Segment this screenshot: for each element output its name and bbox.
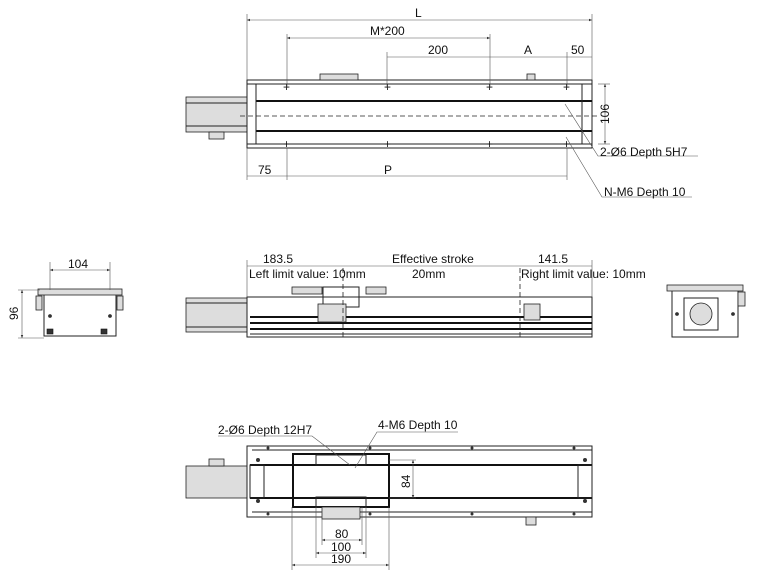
dim-A: A xyxy=(524,43,532,57)
left-side-view: 104 96 xyxy=(7,257,124,339)
front-view: 183.5 Effective stroke 141.5 Left limit … xyxy=(185,252,646,340)
motor xyxy=(185,96,248,133)
actuator-body xyxy=(246,79,593,149)
motor xyxy=(185,297,248,333)
note-mount-holes: N-M6 Depth 10 xyxy=(604,185,686,199)
svg-text:+: + xyxy=(283,80,290,94)
dim-104: 104 xyxy=(68,257,88,271)
svg-text:+: + xyxy=(486,80,493,94)
svg-text:+: + xyxy=(283,137,290,151)
dim-106: 106 xyxy=(598,104,612,124)
svg-text:+: + xyxy=(563,80,570,94)
carriage xyxy=(292,453,390,508)
note-pin-holes-bottom: 2-Ø6 Depth 12H7 xyxy=(218,423,312,437)
dim-L: L xyxy=(415,6,422,20)
dim-M200: M*200 xyxy=(370,24,405,38)
dim-141-5: 141.5 xyxy=(538,252,568,266)
svg-text:+: + xyxy=(486,137,493,151)
bottom-view: 84 80 100 190 2-Ø6 Depth 12H7 4-M6 Depth… xyxy=(185,418,593,570)
top-view: + + + + + + + + L M*200 200 A 50 106 75 P 2-Ø6… xyxy=(185,6,698,199)
note-mount-holes-bottom: 4-M6 Depth 10 xyxy=(378,418,458,432)
left-limit-label: Left limit value: 10mm xyxy=(249,267,366,281)
svg-text:+: + xyxy=(384,137,391,151)
right-limit-label: Right limit value: 10mm xyxy=(521,267,646,281)
dim-84: 84 xyxy=(399,474,413,488)
dim-183-5: 183.5 xyxy=(263,252,293,266)
dim-50: 50 xyxy=(571,43,585,57)
dim-75: 75 xyxy=(258,163,272,177)
svg-text:+: + xyxy=(563,137,570,151)
stroke-value: 20mm xyxy=(412,267,445,281)
dim-96: 96 xyxy=(7,306,21,320)
dim-100: 100 xyxy=(331,540,351,554)
dim-P: P xyxy=(384,163,392,177)
svg-text:+: + xyxy=(384,80,391,94)
dim-200: 200 xyxy=(428,43,448,57)
motor xyxy=(185,465,248,499)
right-side-view xyxy=(666,284,746,338)
dim-80: 80 xyxy=(335,527,349,541)
dim-effective-stroke: Effective stroke xyxy=(392,252,474,266)
dim-190: 190 xyxy=(331,552,351,566)
note-pin-holes: 2-Ø6 Depth 5H7 xyxy=(600,145,688,159)
